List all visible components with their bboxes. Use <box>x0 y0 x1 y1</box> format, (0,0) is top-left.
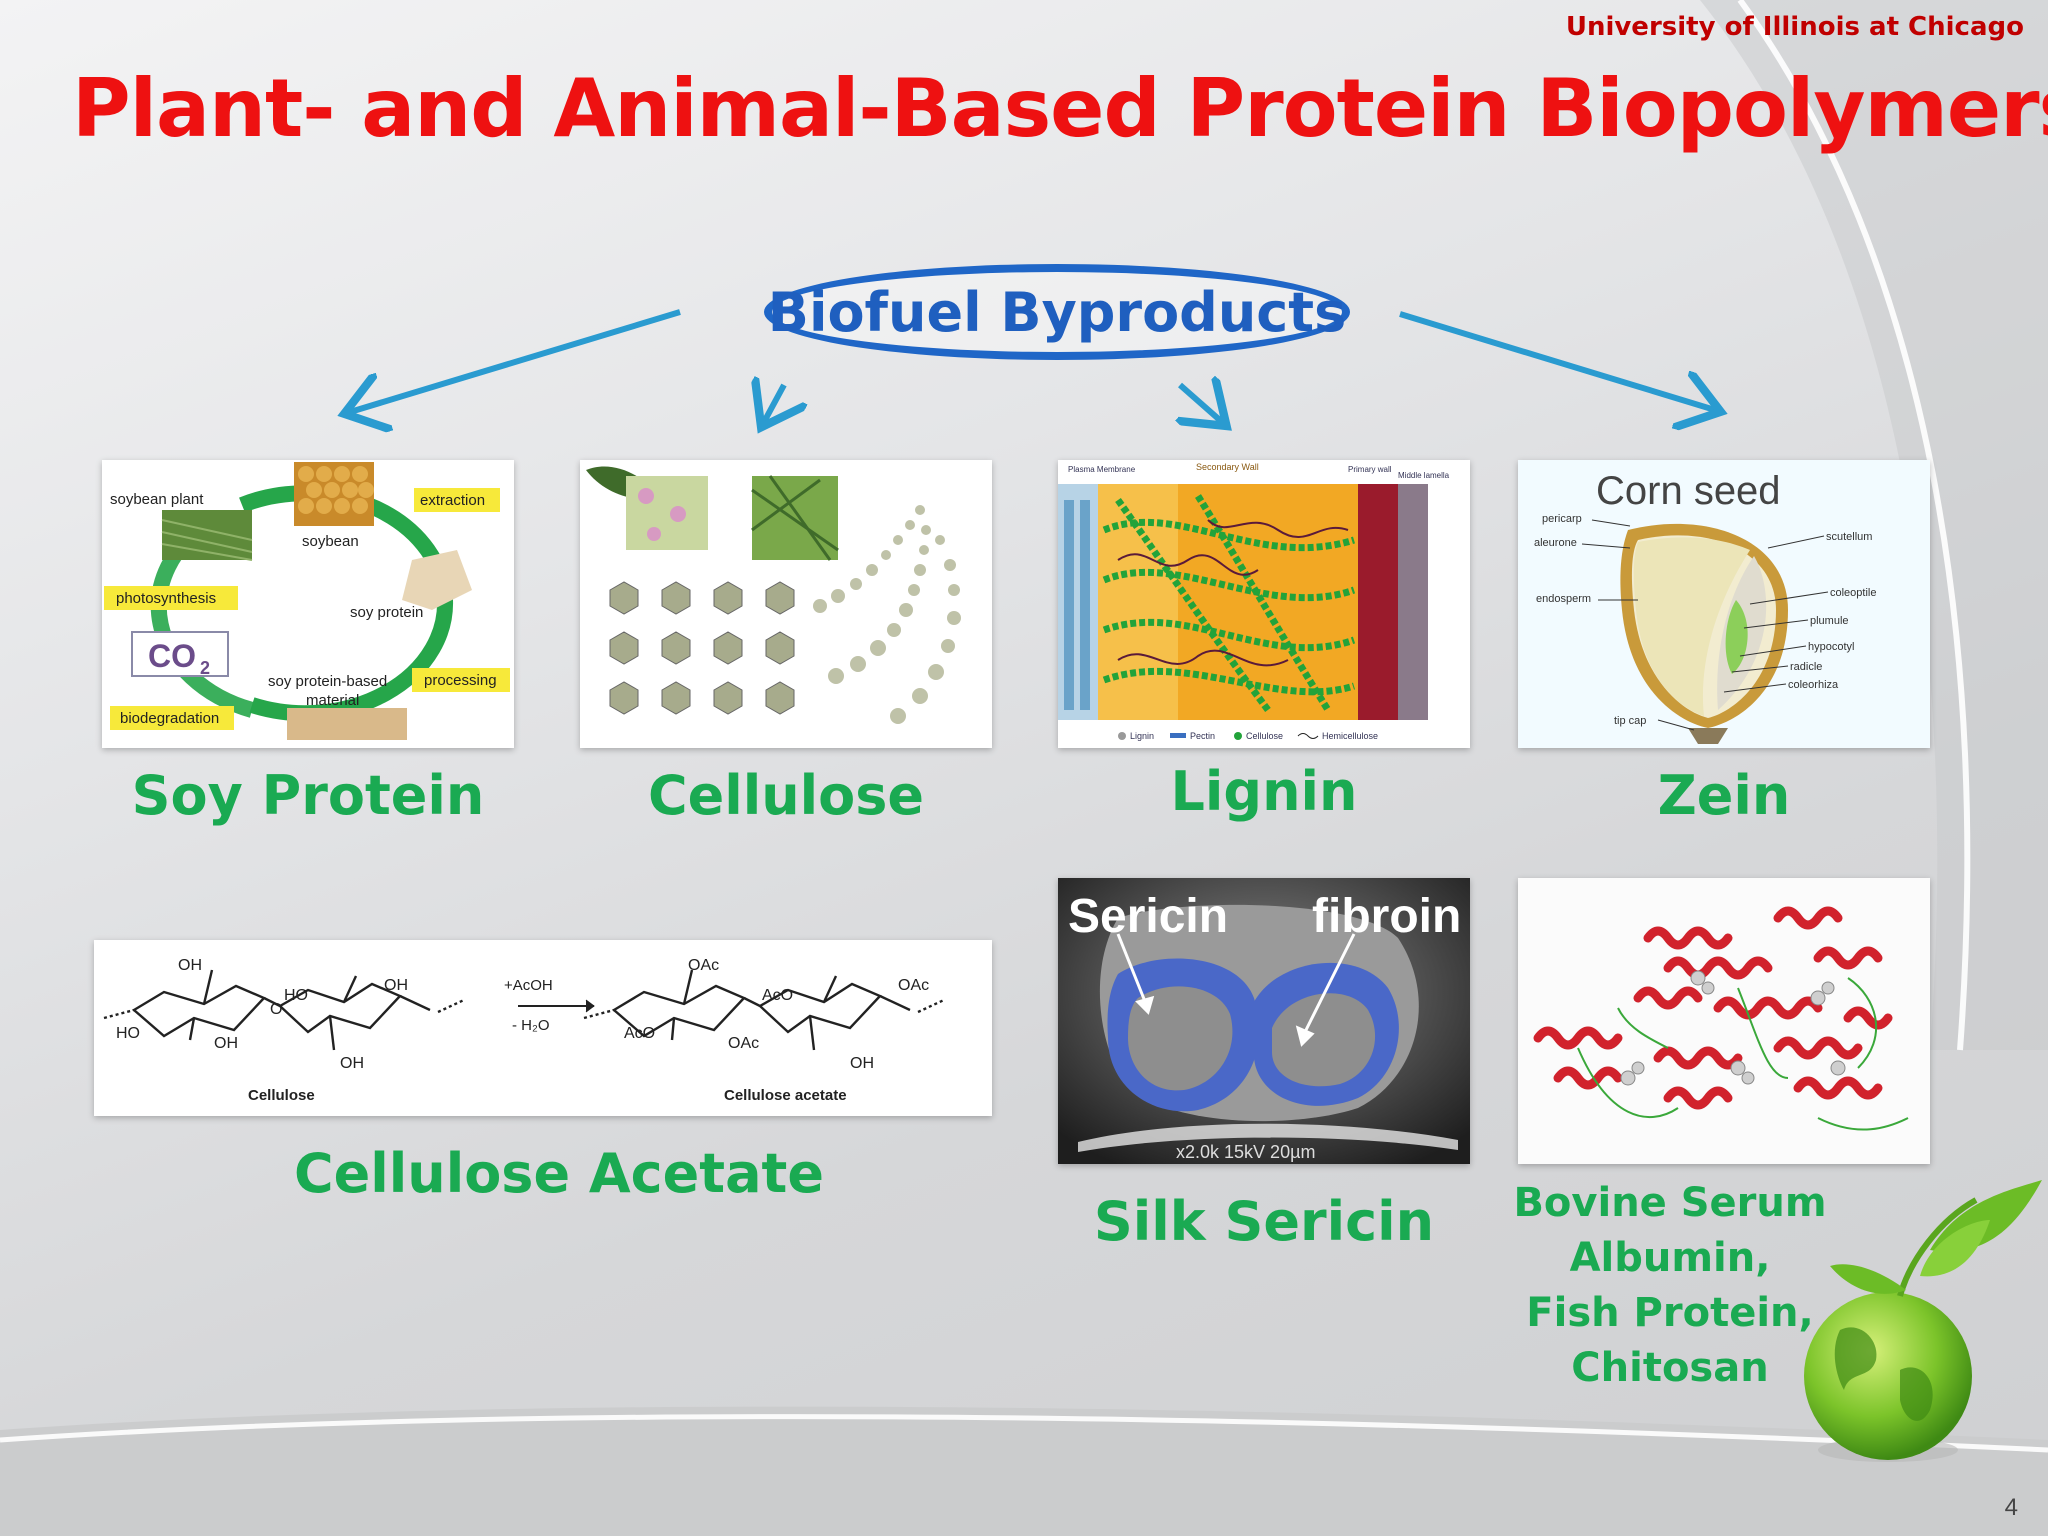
institution-name: University of Illinois at Chicago <box>1565 12 2024 42</box>
soy-protein-image: soybean plant soybean extraction photosy… <box>102 460 514 748</box>
soy-diagram-text: soy protein-based <box>268 673 387 690</box>
reagent-top: +AcOH <box>504 977 553 994</box>
globe-sprout-icon <box>1804 1180 2042 1462</box>
slide-title: Plant- and Animal-Based Protein Biopolym… <box>72 62 2048 155</box>
label-silk-sericin: Silk Sericin <box>1093 1190 1435 1253</box>
lignin-diagram-text: Plasma Membrane <box>1068 465 1136 474</box>
acetate-atom-label: AcO <box>624 1025 655 1042</box>
bovine-serum-albumin-image <box>1518 878 1930 1164</box>
soy-diagram-text: 2 <box>200 658 210 678</box>
acetate-atom-label: OH <box>850 1055 874 1072</box>
soy-diagram-text: extraction <box>420 492 485 509</box>
lignin-diagram-text: Middle lamella <box>1398 471 1450 480</box>
corn-seed-label: hypocotyl <box>1808 641 1854 653</box>
reagent-bottom: - H₂O <box>512 1017 550 1034</box>
label-bsa-line: Albumin, <box>1569 1235 1771 1281</box>
sem-label-sericin: Sericin <box>1068 890 1228 943</box>
lignin-image: Plasma Membrane Secondary Wall Primary w… <box>1058 460 1470 748</box>
corn-seed-label: coleorhiza <box>1788 679 1839 691</box>
label-cellulose-acetate: Cellulose Acetate <box>293 1142 824 1205</box>
sem-label-fibroin: fibroin <box>1312 890 1461 943</box>
cellulose-image <box>580 460 992 748</box>
label-bsa-line: Chitosan <box>1571 1345 1769 1391</box>
label-cellulose: Cellulose <box>647 764 925 827</box>
acetate-atom-label: OAc <box>898 977 929 994</box>
acetate-atom-label: AcO <box>762 987 793 1004</box>
acetate-atom-label: OH <box>340 1055 364 1072</box>
lignin-legend-text: Lignin <box>1130 731 1154 741</box>
label-soy-protein: Soy Protein <box>131 764 485 827</box>
zein-corn-seed-image: Corn seed pericarp aleurone endosperm sc… <box>1518 460 1930 748</box>
acetate-right-name: Cellulose acetate <box>724 1087 847 1104</box>
label-bsa-group: Bovine Serum Albumin, Fish Protein, Chit… <box>1490 1176 1850 1396</box>
corn-seed-label: aleurone <box>1534 537 1577 549</box>
lignin-legend-text: Pectin <box>1190 731 1215 741</box>
arrow-to-zein <box>1399 311 1715 410</box>
acetate-left-name: Cellulose <box>248 1087 315 1104</box>
acetate-atom-label: OH <box>214 1035 238 1052</box>
acetate-atom-label: OH <box>384 977 408 994</box>
soy-diagram-text: soy protein <box>350 604 423 621</box>
arrow-to-lignin <box>1180 385 1222 422</box>
arrow-to-soy <box>350 309 681 412</box>
sem-scale: x2.0k 15kV 20µm <box>1176 1142 1315 1162</box>
soy-diagram-text: material <box>306 692 359 709</box>
acetate-atom-label: OAc <box>728 1035 759 1052</box>
corn-seed-label: coleoptile <box>1830 587 1876 599</box>
corn-seed-label: tip cap <box>1614 715 1646 727</box>
corn-seed-title: Corn seed <box>1596 469 1781 513</box>
corn-seed-label: radicle <box>1790 661 1822 673</box>
silk-sericin-image: Sericin fibroin x2.0k 15kV 20µm <box>1058 878 1470 1164</box>
corn-seed-label: pericarp <box>1542 513 1582 525</box>
label-lignin: Lignin <box>1170 760 1358 823</box>
acetate-atom-label: OAc <box>688 957 719 974</box>
soy-diagram-text: CO <box>148 638 196 674</box>
label-bsa-line: Bovine Serum <box>1513 1180 1827 1226</box>
soy-diagram-text: biodegradation <box>120 710 219 727</box>
corn-seed-label: endosperm <box>1536 593 1591 605</box>
soy-diagram-text: soybean <box>302 533 359 550</box>
soy-diagram-text: soybean plant <box>110 491 204 508</box>
acetate-atom-label: HO <box>284 987 308 1004</box>
acetate-atom-label: OH <box>178 957 202 974</box>
lignin-legend-text: Hemicellulose <box>1322 731 1378 741</box>
biofuel-byproducts-oval: Biofuel Byproducts <box>764 264 1350 360</box>
lignin-diagram-text: Primary wall <box>1348 465 1392 474</box>
lignin-diagram-text: Secondary Wall <box>1196 462 1259 472</box>
arrows <box>0 309 2048 450</box>
oval-label: Biofuel Byproducts <box>767 280 1347 344</box>
corn-seed-label: scutellum <box>1826 531 1872 543</box>
arrow-to-cellulose <box>764 385 784 422</box>
cellulose-acetate-image: OH HO OH O HO OH OH +AcOH - H₂O OAc AcO … <box>94 940 992 1116</box>
acetate-atom-label: HO <box>116 1025 140 1042</box>
soy-diagram-text: photosynthesis <box>116 590 216 607</box>
label-zein: Zein <box>1657 764 1791 827</box>
page-number: 4 <box>2004 1494 2018 1521</box>
soy-diagram-text: processing <box>424 672 497 689</box>
corn-seed-label: plumule <box>1810 615 1849 627</box>
label-bsa-line: Fish Protein, <box>1526 1290 1814 1336</box>
acetate-atom-label: O <box>270 1001 282 1018</box>
lignin-legend-text: Cellulose <box>1246 731 1283 741</box>
